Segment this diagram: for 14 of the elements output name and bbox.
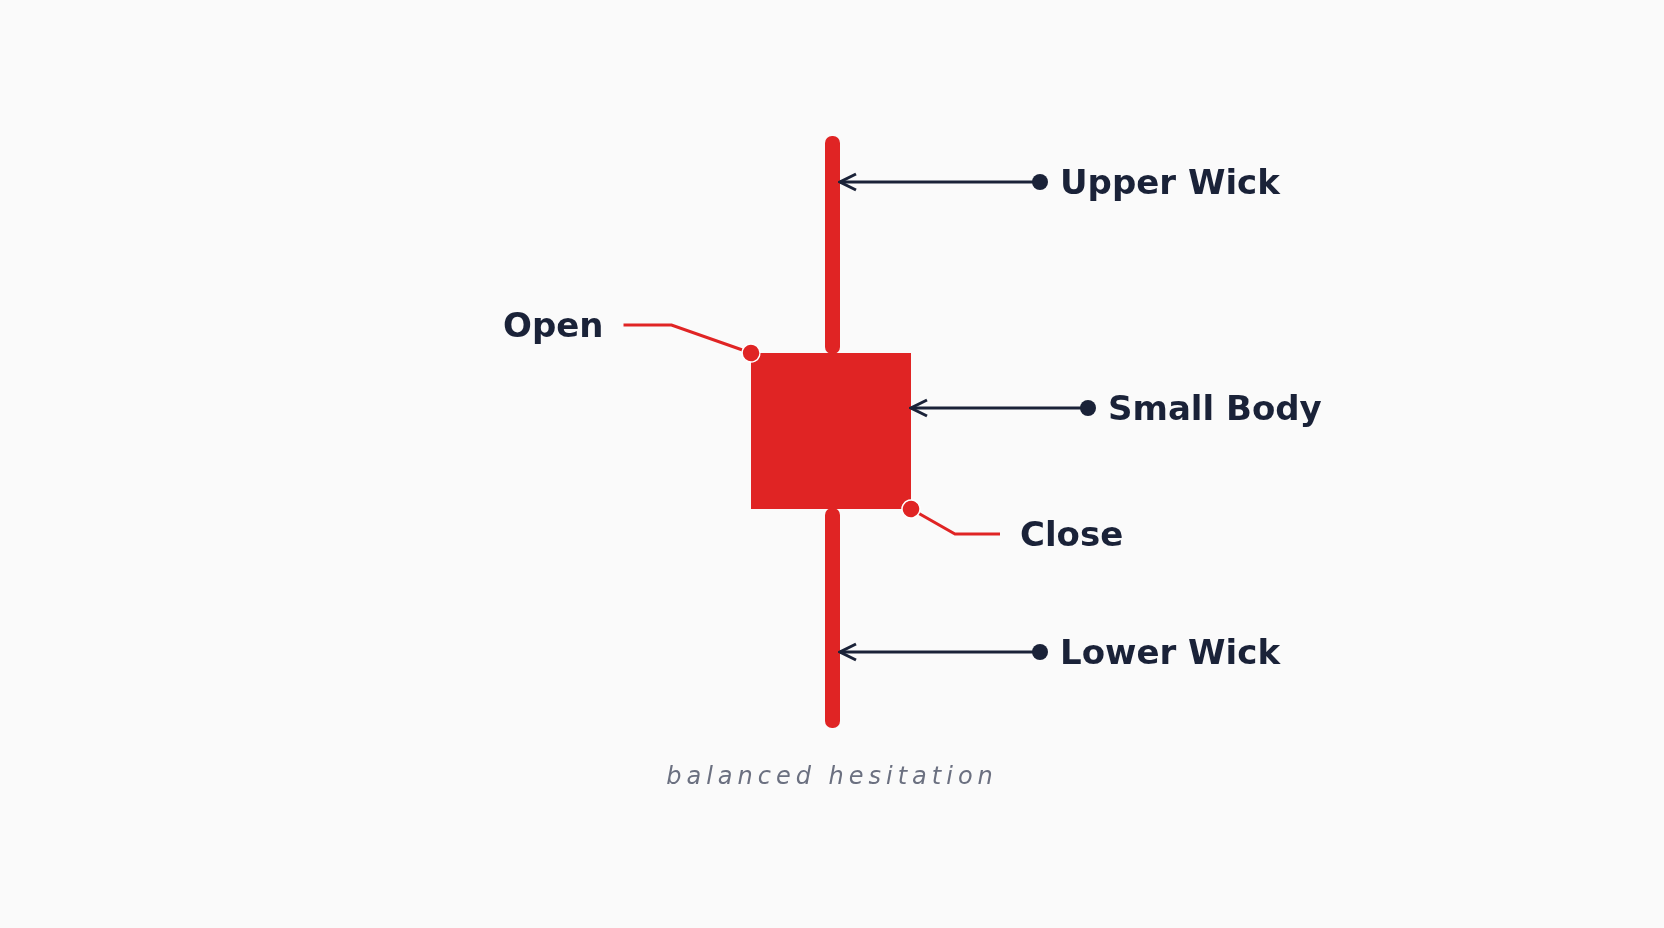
wick-bar — [825, 508, 840, 728]
part-label: Open — [503, 305, 604, 345]
arrow — [838, 642, 1048, 662]
leader-line — [901, 499, 1000, 536]
candle-body — [751, 353, 911, 509]
caption: balanced hesitation — [666, 762, 998, 790]
arrow — [909, 398, 1096, 418]
part-label: Small Body — [1108, 388, 1322, 428]
leader-line — [623, 323, 761, 363]
arrow — [838, 172, 1048, 192]
part-label: Lower Wick — [1060, 632, 1281, 672]
part-label: Upper Wick — [1060, 162, 1280, 202]
part-label: Close — [1020, 514, 1124, 554]
wick-bar — [825, 136, 840, 354]
